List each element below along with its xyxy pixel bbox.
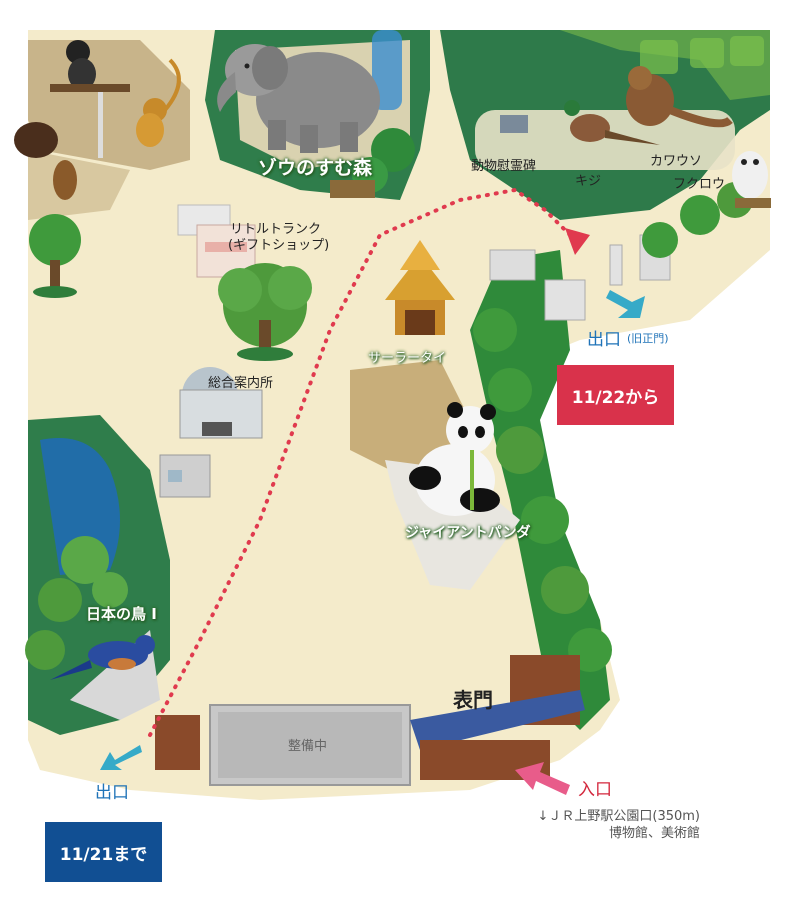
meerkat-icon	[53, 160, 77, 200]
tree-icon	[218, 263, 312, 361]
directions-note: ↓ＪＲ上野駅公園口(350m) 博物館、美術館	[500, 808, 700, 842]
tree-icon	[29, 214, 81, 298]
memorial-icon	[500, 115, 528, 133]
panda-icon	[409, 402, 500, 516]
label-info-center: 総合案内所	[208, 376, 274, 391]
otter-icon	[626, 66, 733, 128]
label-kawauso: カワウソ	[650, 154, 703, 169]
route-dots	[148, 187, 572, 737]
entrance-label: 入口	[578, 780, 612, 800]
exit-bottom-left-label: 出口	[95, 783, 129, 803]
bird-icon	[50, 635, 155, 680]
label-omote-mon: 表門	[453, 688, 493, 712]
exit-arrow-old-gate-icon	[606, 290, 645, 318]
bison-icon	[14, 122, 58, 158]
pond	[40, 438, 120, 575]
label-kiji: キジ	[575, 174, 602, 189]
exit-old-gate-badge: 11/22から	[557, 365, 674, 425]
building-icon	[159, 454, 211, 498]
exit-bottom-left-badge: 11/21まで	[45, 822, 162, 882]
directions-note-line2: 博物館、美術館	[608, 826, 700, 841]
label-under-maintenance: 整備中	[288, 739, 328, 754]
exit-arrow-bottom-left-icon	[100, 745, 142, 770]
monkey-icon	[66, 40, 181, 158]
pheasant-icon	[564, 100, 660, 145]
label-memorial: 動物慰霊碑	[471, 159, 537, 174]
owl-icon	[732, 151, 771, 208]
route-arrow-icon	[565, 228, 590, 255]
label-sala-thai: サーラータイ	[368, 351, 447, 366]
label-elephant-forest: ゾウのすむ森	[258, 157, 373, 179]
label-giant-panda: ジャイアントパンダ	[405, 525, 531, 541]
small-building	[155, 715, 200, 770]
sala-thai-pavilion	[385, 240, 455, 335]
label-little-trunk-sub: (ギフトショップ)	[228, 238, 330, 253]
info-center-building	[179, 367, 263, 439]
label-little-trunk: リトルトランク	[230, 222, 322, 237]
exit-old-gate-sub: (旧正門)	[627, 332, 669, 345]
label-fukurou: フクロウ	[673, 177, 726, 192]
label-japan-birds: 日本の鳥 I	[86, 605, 157, 623]
omote-mon-gate	[410, 655, 585, 780]
directions-note-line1: ↓ＪＲ上野駅公園口(350m)	[537, 809, 700, 824]
elephant-icon	[217, 44, 380, 153]
entry-arrow-icon	[515, 762, 570, 795]
exit-old-gate-label: 出口	[587, 330, 621, 350]
